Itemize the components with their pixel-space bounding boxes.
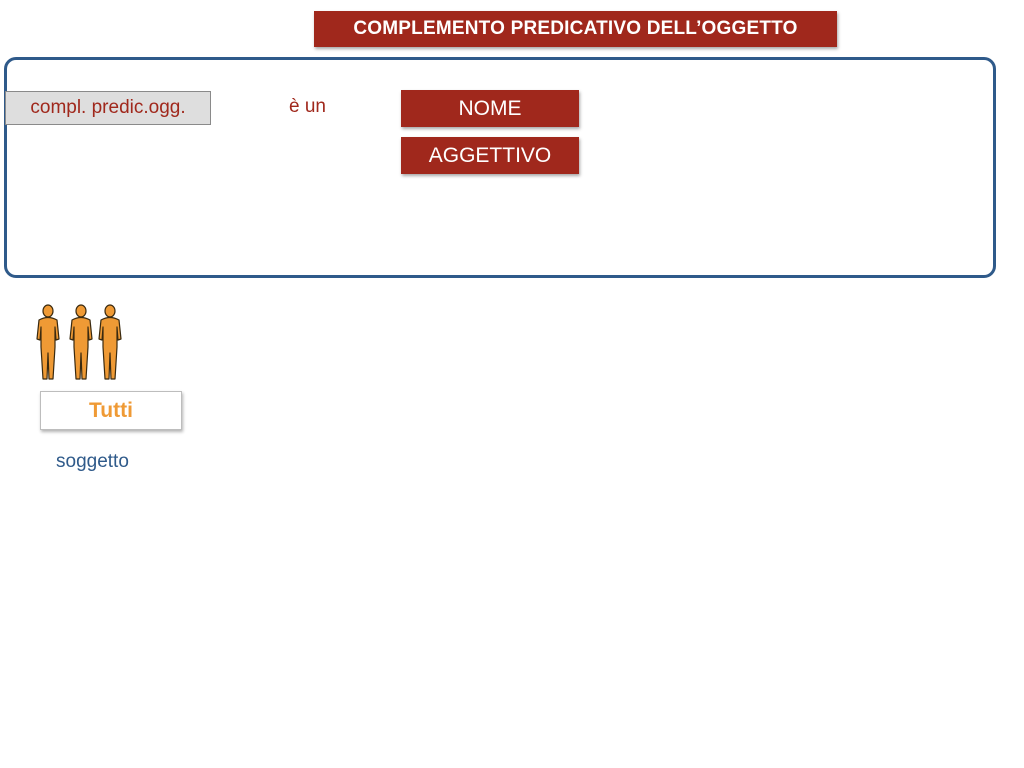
nome-box: NOME bbox=[401, 90, 579, 127]
role-label: soggetto bbox=[56, 451, 129, 472]
aggettivo-box: AGGETTIVO bbox=[401, 137, 579, 174]
definition-frame bbox=[4, 57, 996, 278]
connector-text: è un bbox=[289, 96, 326, 117]
slide-title: COMPLEMENTO PREDICATIVO DELL’OGGETTO bbox=[314, 11, 837, 47]
term-box: compl. predic.ogg. bbox=[5, 91, 211, 125]
three-people-icon bbox=[36, 304, 122, 380]
example-word-box: Tutti bbox=[40, 391, 182, 430]
